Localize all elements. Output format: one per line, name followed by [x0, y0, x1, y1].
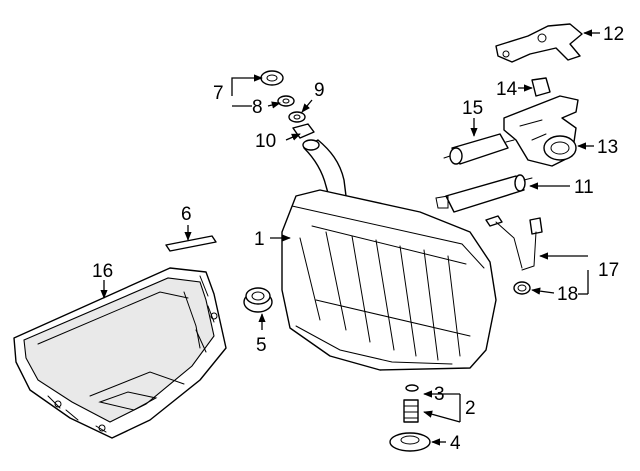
callout-5: 5	[256, 335, 267, 356]
callout-14: 14	[496, 79, 518, 100]
callout-labels: 1 2 3 4 5 6 7 8 9 10 11 12 13 14 15 16 1…	[92, 24, 624, 454]
leader-2	[423, 410, 461, 423]
leader-7-a	[231, 74, 263, 96]
callout-9: 9	[314, 80, 325, 101]
part-15-fuel-filter	[443, 133, 515, 165]
part-7-seal	[260, 70, 284, 86]
leader-10	[285, 133, 301, 141]
callout-7: 7	[213, 83, 224, 104]
part-9-seal	[288, 111, 306, 123]
callout-3: 3	[434, 384, 445, 405]
part-17-sending-unit	[485, 215, 543, 271]
part-3-washer	[405, 384, 419, 392]
callout-6: 6	[181, 204, 192, 225]
part-2-drain-plug	[403, 399, 419, 423]
callout-10: 10	[255, 131, 276, 152]
leader-9	[301, 99, 313, 113]
part-6-pad	[165, 235, 217, 252]
callout-13: 13	[597, 137, 618, 158]
part-12-bracket	[495, 23, 583, 63]
part-8-seal	[277, 95, 295, 107]
part-5-lock-ring	[243, 287, 273, 313]
callout-2: 2	[465, 398, 476, 419]
part-1-fuel-tank	[281, 139, 497, 371]
leader-8	[267, 101, 281, 109]
callout-18: 18	[557, 284, 578, 305]
callout-15: 15	[462, 98, 483, 119]
callout-17: 17	[598, 260, 619, 281]
part-11-fuel-pump	[435, 174, 533, 213]
part-4-cover	[389, 432, 431, 452]
callout-11: 11	[574, 177, 594, 198]
part-13-pump-bracket	[503, 95, 579, 167]
callout-16: 16	[92, 261, 113, 282]
callout-8: 8	[252, 97, 263, 118]
part-14-clip	[531, 77, 551, 97]
part-16-fuel-tank-shield	[13, 267, 227, 439]
leader-18	[531, 287, 555, 295]
callout-4: 4	[450, 433, 461, 454]
callout-1: 1	[254, 229, 265, 250]
callout-leaders	[100, 29, 600, 446]
part-18-seal	[513, 281, 531, 295]
callout-12: 12	[603, 24, 624, 45]
